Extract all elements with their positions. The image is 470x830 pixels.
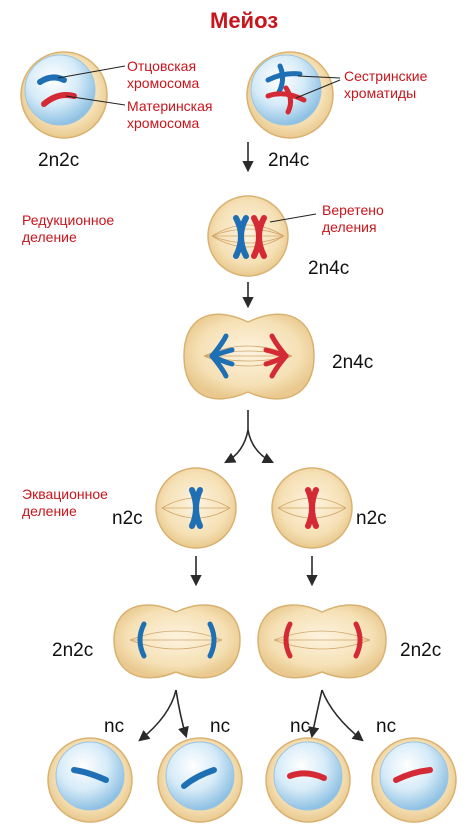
metaphase-1-cell	[207, 195, 317, 277]
formula-start: 2n2c	[38, 150, 80, 171]
formula-anaphase-1: 2n4c	[332, 352, 374, 373]
gamete-cell	[47, 737, 133, 823]
split-arrow	[224, 410, 275, 464]
formula-gamete-4: nc	[376, 716, 397, 737]
anaphase-2-left-cell	[113, 604, 241, 679]
label-sister-chromatids: Сестринские хроматиды	[344, 68, 428, 101]
formula-metaphase-2-left: n2c	[112, 508, 143, 529]
interphase-cell	[20, 51, 126, 139]
metaphase-2-right-cell	[271, 467, 353, 549]
metaphase-2-left-cell	[155, 467, 237, 549]
formula-metaphase-2-right: n2c	[356, 508, 387, 529]
formula-gamete-2: nc	[210, 716, 231, 737]
label-equational-division: Эквационное деление	[22, 486, 108, 519]
label-maternal-chromosome: Материнская хромосома	[127, 98, 213, 131]
formula-anaphase-2-left: 2n2c	[52, 640, 94, 661]
formula-gamete-1: nc	[104, 716, 125, 737]
replicated-cell	[246, 51, 341, 139]
label-paternal-chromosome: Отцовская хромосома	[127, 58, 200, 91]
formula-after-replication: 2n4c	[268, 150, 310, 171]
diagram-title: Мейоз	[210, 8, 279, 33]
formula-gamete-3: nc	[290, 716, 311, 737]
gamete-cell	[265, 737, 351, 823]
gamete-arrows	[138, 689, 364, 742]
gamete-cell	[371, 737, 457, 823]
anaphase-1-cell	[183, 313, 315, 400]
label-spindle: Веретено деления	[322, 202, 384, 235]
paternal-chromosome	[37, 74, 67, 85]
gamete-cell	[157, 737, 243, 823]
formula-anaphase-2-right: 2n2c	[400, 640, 442, 661]
anaphase-2-right-cell	[257, 604, 387, 679]
maternal-chromosome	[41, 92, 77, 107]
label-reduction-division: Редукционное деление	[22, 212, 115, 245]
formula-metaphase-1: 2n4c	[308, 258, 350, 279]
